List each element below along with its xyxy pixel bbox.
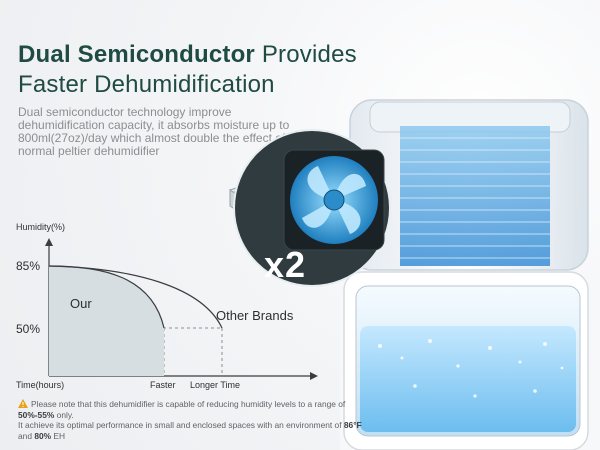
note-line2-post: EH	[51, 430, 66, 441]
note-line2-pre: It achieve its optimal performance in sm…	[18, 420, 344, 430]
headline: Dual Semiconductor Provides Faster Dehum…	[18, 40, 378, 100]
x-axis-title: Time(hours)	[16, 380, 65, 390]
description: Dual semiconductor technology improve de…	[18, 105, 306, 158]
warning-icon	[18, 399, 28, 408]
label-other-brands: Other Brands	[216, 308, 294, 323]
note-line1-bold: 50%-55%	[18, 409, 55, 420]
label-our: Our	[70, 296, 92, 311]
multiplier-label: x2	[264, 244, 307, 285]
note-line2-bold1: 86°F	[343, 420, 362, 430]
headline-rest: Provides	[254, 41, 357, 68]
series-our-area	[49, 266, 164, 376]
note-line2-bold2: 80%	[34, 430, 52, 441]
x-tick-faster: Faster	[150, 380, 176, 390]
disclaimer-note: Please note that this dehumidifier is ca…	[18, 399, 368, 441]
headline-line2: Faster Dehumidification	[18, 71, 275, 98]
dehumidifier-illustration	[340, 99, 600, 450]
headline-bold: Dual Semiconductor	[18, 41, 255, 68]
chart-plot	[45, 238, 318, 380]
y-axis-title: Humidity(%)	[16, 222, 66, 232]
note-line2-mid: and	[18, 430, 35, 441]
note-line1-post: only.	[54, 409, 74, 420]
humidity-chart: Humidity(%) 85% 50% Our Other Brands Tim…	[12, 216, 322, 396]
x-tick-longer: Longer Time	[190, 380, 241, 390]
note-line1-pre: Please note that this dehumidifier is ca…	[31, 399, 346, 409]
fan-zoom-callout	[233, 129, 391, 287]
y-tick-85: 85%	[16, 259, 41, 273]
x-axis-arrow	[310, 372, 318, 380]
y-axis-arrow	[45, 238, 53, 246]
series-other-line	[48, 265, 223, 329]
y-tick-50: 50%	[16, 322, 41, 336]
